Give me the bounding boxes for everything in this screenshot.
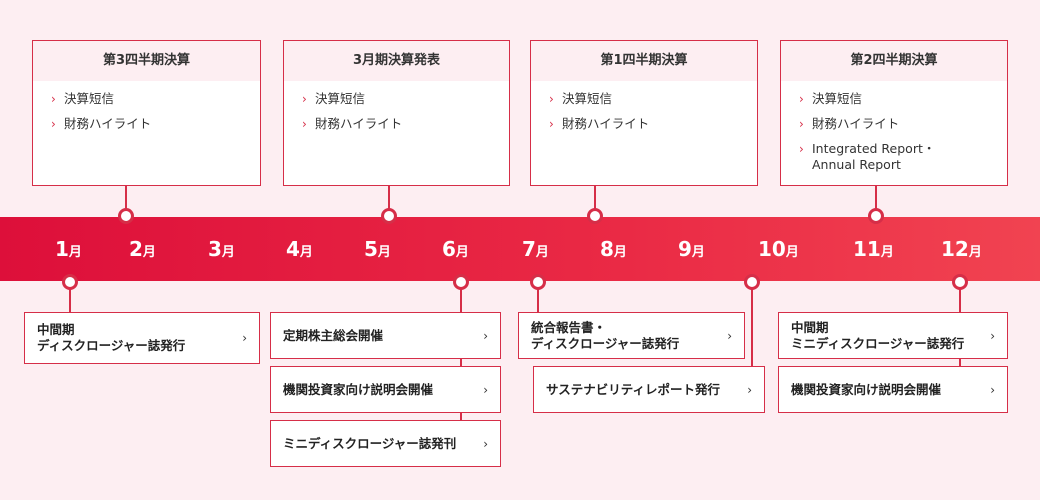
timeline-dot [381, 208, 397, 224]
top-card-march: 3月期決算発表 ›決算短信 ›財務ハイライト [283, 40, 510, 186]
month-label: 2月 [129, 237, 156, 261]
card-title: 第1四半期決算 [531, 41, 757, 81]
connector-line [594, 186, 596, 218]
timeline-dot [530, 274, 546, 290]
connector-line [388, 186, 390, 218]
card-link[interactable]: ›財務ハイライト [302, 116, 403, 131]
card-link[interactable]: ›Integrated Report・Annual Report [799, 141, 936, 172]
chevron-right-icon: › [799, 142, 804, 156]
event-card-integrated-report[interactable]: 統合報告書・ディスクロージャー誌発行 › [518, 312, 745, 359]
month-label: 10月 [758, 237, 799, 261]
connector-line [875, 186, 877, 218]
timeline-dot [62, 274, 78, 290]
connector-line [751, 282, 753, 386]
chevron-right-icon: › [483, 328, 488, 343]
chevron-right-icon: › [302, 117, 307, 131]
card-link[interactable]: ›決算短信 [302, 91, 366, 106]
timeline-dot [744, 274, 760, 290]
chevron-right-icon: › [990, 328, 995, 343]
event-card-investor-briefing[interactable]: 機関投資家向け説明会開催 › [270, 366, 501, 413]
month-label: 12月 [941, 237, 982, 261]
chevron-right-icon: › [747, 382, 752, 397]
timeline-dot [952, 274, 968, 290]
month-label: 4月 [286, 237, 313, 261]
card-link[interactable]: ›財務ハイライト [799, 116, 900, 131]
timeline-dot [453, 274, 469, 290]
month-label: 11月 [853, 237, 894, 261]
timeline-dot [868, 208, 884, 224]
top-card-q3: 第3四半期決算 ›決算短信 ›財務ハイライト [32, 40, 261, 186]
card-title: 第2四半期決算 [781, 41, 1007, 81]
chevron-right-icon: › [549, 117, 554, 131]
month-label: 7月 [522, 237, 549, 261]
chevron-right-icon: › [51, 117, 56, 131]
event-card-interim-disclosure[interactable]: 中間期ディスクロージャー誌発行 › [24, 312, 260, 364]
chevron-right-icon: › [302, 92, 307, 106]
month-band [0, 217, 1040, 281]
connector-line [69, 282, 71, 312]
connector-line [125, 186, 127, 218]
card-link[interactable]: ›財務ハイライト [51, 116, 152, 131]
top-card-q2: 第2四半期決算 ›決算短信 ›財務ハイライト ›Integrated Repor… [780, 40, 1008, 186]
chevron-right-icon: › [242, 331, 247, 345]
timeline-dot [587, 208, 603, 224]
event-card-interim-mini-disclosure[interactable]: 中間期ミニディスクロージャー誌発行 › [778, 312, 1008, 359]
card-link[interactable]: ›決算短信 [549, 91, 613, 106]
chevron-right-icon: › [990, 382, 995, 397]
chevron-right-icon: › [51, 92, 56, 106]
connector-line [460, 282, 462, 442]
card-link[interactable]: ›決算短信 [799, 91, 863, 106]
chevron-right-icon: › [483, 436, 488, 451]
event-card-mini-disclosure[interactable]: ミニディスクロージャー誌発刊 › [270, 420, 501, 467]
month-label: 5月 [364, 237, 391, 261]
event-card-investor-briefing-2[interactable]: 機関投資家向け説明会開催 › [778, 366, 1008, 413]
month-label: 3月 [208, 237, 235, 261]
chevron-right-icon: › [799, 92, 804, 106]
month-label: 6月 [442, 237, 469, 261]
connector-line [537, 282, 539, 312]
top-card-q1: 第1四半期決算 ›決算短信 ›財務ハイライト [530, 40, 758, 186]
chevron-right-icon: › [727, 328, 732, 343]
event-card-shareholders-meeting[interactable]: 定期株主総会開催 › [270, 312, 501, 359]
month-label: 9月 [678, 237, 705, 261]
month-label: 1月 [55, 237, 82, 261]
chevron-right-icon: › [549, 92, 554, 106]
chevron-right-icon: › [483, 382, 488, 397]
card-link[interactable]: ›財務ハイライト [549, 116, 650, 131]
card-link[interactable]: ›決算短信 [51, 91, 115, 106]
card-title: 3月期決算発表 [284, 41, 509, 81]
timeline-dot [118, 208, 134, 224]
month-label: 8月 [600, 237, 627, 261]
chevron-right-icon: › [799, 117, 804, 131]
card-title: 第3四半期決算 [33, 41, 260, 81]
event-card-sustainability-report[interactable]: サステナビリティレポート発行 › [533, 366, 765, 413]
